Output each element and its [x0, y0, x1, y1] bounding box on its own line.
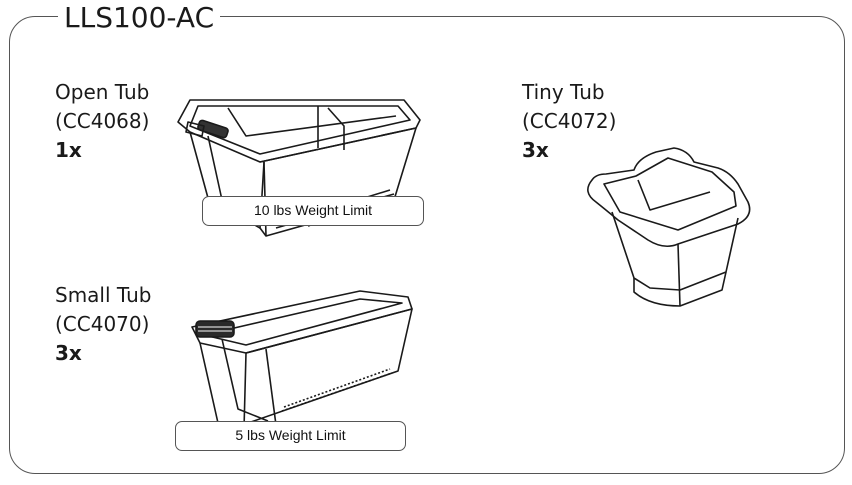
small-tub-qty: 3x: [55, 341, 82, 365]
tiny-tub-qty: 3x: [522, 138, 549, 162]
small-tub-name: Small Tub: [55, 283, 152, 307]
tiny-tub-label: Tiny Tub (CC4072) 3x: [522, 78, 616, 165]
open-tub-name: Open Tub: [55, 80, 150, 104]
kit-frame: [9, 16, 845, 474]
small-tub-code: (CC4070): [55, 312, 150, 336]
open-tub-code: (CC4068): [55, 109, 150, 133]
open-tub-label: Open Tub (CC4068) 1x: [55, 78, 149, 165]
tiny-tub-name: Tiny Tub: [522, 80, 605, 104]
small-tub-label: Small Tub (CC4070) 3x: [55, 281, 151, 368]
kit-title: LLS100-AC: [58, 1, 221, 35]
small-tub-weight-limit: 5 lbs Weight Limit: [175, 421, 406, 451]
open-tub-weight-limit: 10 lbs Weight Limit: [202, 196, 424, 226]
tiny-tub-code: (CC4072): [522, 109, 617, 133]
tiny-tub-image: [587, 147, 751, 307]
open-tub-qty: 1x: [55, 138, 82, 162]
small-tub-image: [191, 290, 413, 430]
